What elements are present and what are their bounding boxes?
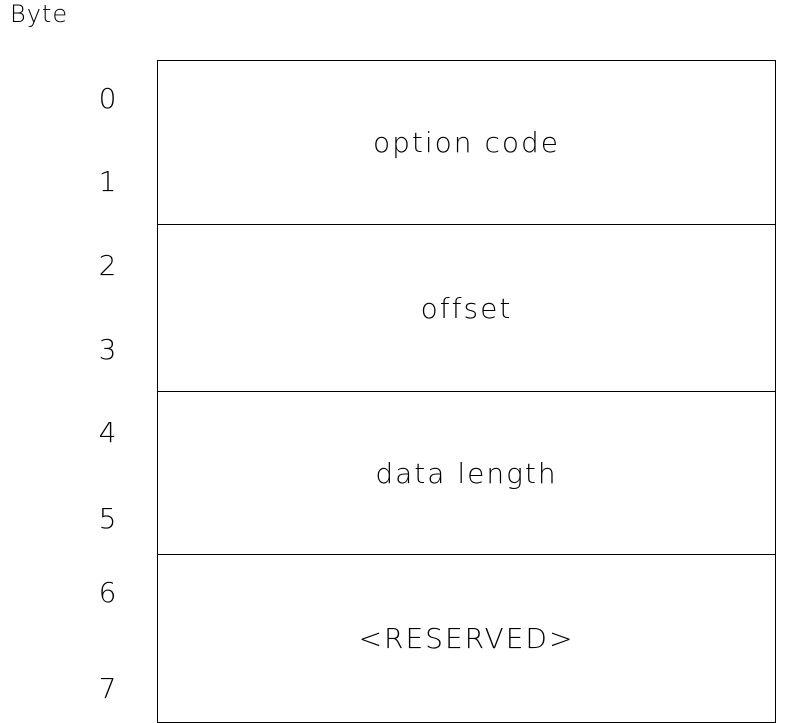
byte-label-0: 0 bbox=[98, 82, 118, 115]
byte-label-7: 7 bbox=[98, 672, 118, 705]
field-data-length: data length bbox=[158, 392, 775, 555]
field-label: option code bbox=[373, 126, 560, 159]
byte-label-2: 2 bbox=[98, 249, 118, 282]
packet-structure-box: option code offset data length <RESERVED… bbox=[157, 60, 776, 723]
field-label: <RESERVED> bbox=[358, 622, 575, 655]
field-label: data length bbox=[375, 456, 558, 490]
byte-label-5: 5 bbox=[98, 502, 118, 535]
byte-label-4: 4 bbox=[98, 416, 118, 449]
field-offset: offset bbox=[158, 225, 775, 392]
field-label: offset bbox=[420, 291, 513, 325]
byte-label-3: 3 bbox=[98, 333, 118, 366]
byte-label-1: 1 bbox=[98, 165, 118, 198]
byte-axis-title: Byte bbox=[10, 0, 69, 28]
byte-label-6: 6 bbox=[98, 576, 118, 609]
field-reserved: <RESERVED> bbox=[158, 555, 775, 722]
field-option-code: option code bbox=[158, 61, 775, 225]
